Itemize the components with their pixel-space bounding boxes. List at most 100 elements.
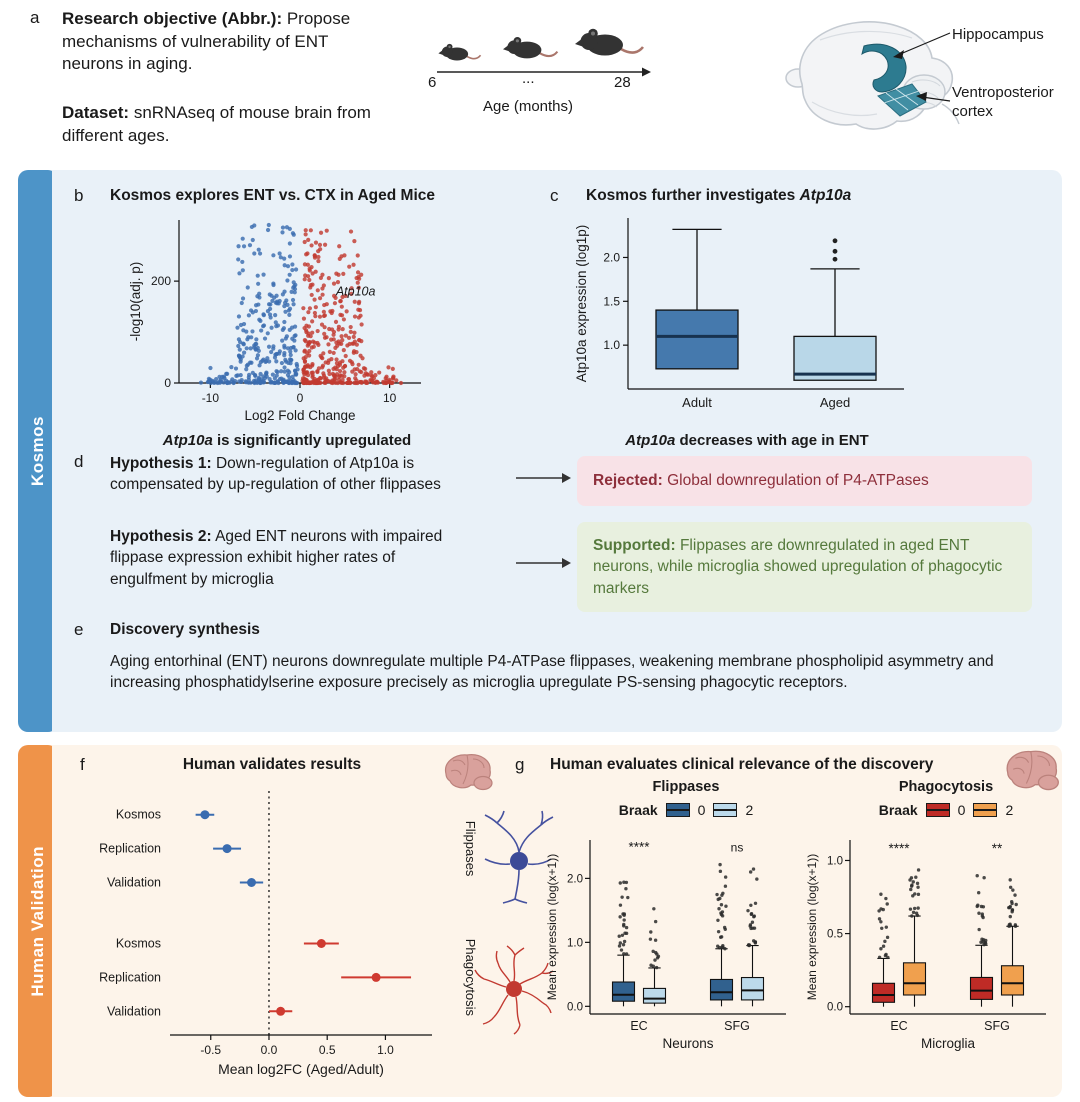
svg-text:Atp10a expression (log1p): Atp10a expression (log1p) (574, 225, 589, 383)
panel-b-caption-gene: Atp10a (162, 432, 213, 449)
svg-text:200: 200 (151, 274, 171, 288)
svg-text:Aged: Aged (820, 395, 850, 410)
svg-text:Neurons: Neurons (662, 1036, 713, 1051)
kosmos-section: Kosmos b Kosmos explores ENT vs. CTX in … (18, 170, 1062, 732)
svg-text:SFG: SFG (724, 1019, 750, 1033)
human-validation-sidebar-label: Human Validation (28, 845, 47, 997)
discovery-synthesis-text: Aging entorhinal (ENT) neurons downregul… (110, 653, 994, 692)
svg-text:Microglia: Microglia (921, 1036, 976, 1051)
svg-text:1.5: 1.5 (603, 294, 620, 308)
svg-text:-10: -10 (202, 391, 220, 405)
panel-f-letter: f (80, 755, 85, 774)
ventroposterior-region (877, 83, 927, 117)
kosmos-sidebar-label: Kosmos (28, 415, 47, 487)
svg-text:Mean log2FC (Aged/Adult): Mean log2FC (Aged/Adult) (218, 1061, 384, 1077)
kosmos-sidebar: Kosmos (18, 170, 58, 732)
panel-c-letter: c (550, 186, 559, 205)
panel-b-letter: b (74, 186, 84, 205)
svg-text:Mean expression (log(x+1)): Mean expression (log(x+1)) (545, 854, 559, 1000)
svg-text:Log2 Fold Change: Log2 Fold Change (244, 408, 355, 423)
rejected-result-box: Rejected: Global downregulation of P4-AT… (577, 456, 1032, 506)
hypothesis-1-text: Hypothesis 1: Down-regulation of Atp10a … (110, 455, 441, 494)
supported-result-box: Supported: Flippases are downregulated i… (577, 522, 1032, 613)
brain-icon (444, 754, 493, 791)
svg-text:1.0: 1.0 (567, 937, 583, 949)
mice-aging-illustration-icon (437, 28, 651, 77)
svg-text:Replication: Replication (99, 842, 161, 856)
microglia-icon (474, 945, 554, 1035)
svg-text:2.0: 2.0 (603, 250, 620, 264)
age-axis-label: Age (months) (482, 98, 574, 115)
arrow-right-icon (516, 558, 571, 568)
svg-text:Atp10a: Atp10a (335, 284, 376, 298)
svg-text:0.0: 0.0 (567, 1001, 583, 1013)
kosmos-panel: b Kosmos explores ENT vs. CTX in Aged Mi… (52, 170, 1062, 732)
panel-g-title: Human evaluates clinical relevance of th… (550, 756, 934, 773)
panel-c-title: Kosmos further investigates Atp10a (586, 187, 852, 204)
svg-text:SFG: SFG (984, 1019, 1010, 1033)
braak-2-swatch (713, 803, 738, 817)
panel-e-title: Discovery synthesis (110, 621, 260, 638)
svg-text:0: 0 (297, 391, 304, 405)
mouse-brain-illustration-icon (785, 21, 960, 130)
panel-f-title: Human validates results (182, 756, 362, 773)
atp10a-boxplot: 1.0 1.5 2.0 Atp10a expression (log1p) Adult A… (574, 218, 904, 410)
human-validation-section: Human Validation f Human validates resul… (18, 745, 1062, 1097)
panel-c-caption: Atp10a decreases with age in ENT (625, 432, 869, 449)
svg-text:Kosmos: Kosmos (116, 808, 161, 822)
forest-plot: KosmosReplicationValidationKosmosReplica… (99, 791, 478, 1077)
svg-text:0.0: 0.0 (827, 1002, 843, 1014)
svg-text:-log10(adj. p): -log10(adj. p) (128, 262, 143, 342)
age-start-label: 6 (428, 74, 437, 91)
svg-text:EC: EC (890, 1019, 907, 1033)
braak-2-swatch (973, 803, 998, 817)
svg-text:10: 10 (383, 391, 397, 405)
svg-text:1.0: 1.0 (827, 855, 843, 867)
svg-text:Kosmos: Kosmos (116, 937, 161, 951)
arrow-right-icon (516, 473, 571, 483)
svg-text:****: **** (888, 841, 910, 856)
svg-text:Adult: Adult (682, 395, 712, 410)
svg-text:Mean expression (log(x+1)): Mean expression (log(x+1)) (805, 854, 819, 1000)
human-validation-sidebar: Human Validation (18, 745, 58, 1097)
panel-a-letter: a (30, 8, 40, 27)
svg-text:0.0: 0.0 (261, 1043, 278, 1057)
braak-0-swatch (665, 803, 690, 817)
svg-text:0.5: 0.5 (319, 1043, 336, 1057)
neuron-icon (484, 810, 554, 904)
phagocytosis-braak-legend: Braak 0 2 (878, 802, 1014, 818)
svg-text:Flippases: Flippases (463, 821, 478, 877)
panel-c-title-gene: Atp10a (799, 187, 852, 204)
panel-c-caption-gene: Atp10a (625, 432, 676, 449)
dataset-body: snRNAseq of mouse brain from different a… (62, 103, 371, 145)
svg-text:Phagocytosis: Phagocytosis (463, 939, 478, 1017)
panel-d-letter: d (74, 452, 84, 471)
research-objective-heading: Research objective (Abbr.): (62, 9, 283, 28)
panel-e-letter: e (74, 620, 84, 639)
panel-g-letter: g (515, 755, 525, 774)
svg-text:**: ** (992, 841, 1003, 856)
brain-icon (1006, 750, 1059, 791)
svg-text:2.0: 2.0 (567, 873, 583, 885)
dataset-text: Dataset: snRNAseq of mouse brain from di… (62, 102, 382, 147)
research-objective-text: Research objective (Abbr.): Propose mech… (62, 8, 382, 76)
svg-text:1.0: 1.0 (603, 338, 620, 352)
age-dots-label: ... (522, 70, 535, 87)
flippases-subplot-title: Flippases (652, 779, 720, 795)
svg-text:Validation: Validation (107, 876, 161, 890)
research-objective-body: Propose mechanisms of vulnerability of E… (62, 9, 351, 74)
svg-text:-0.5: -0.5 (200, 1043, 221, 1057)
ventroposterior-label: Ventroposterior cortex (952, 84, 1054, 120)
panel-b-caption: Atp10a is significantly upregulated (162, 432, 412, 449)
svg-text:1.0: 1.0 (377, 1043, 394, 1057)
dataset-heading: Dataset: (62, 103, 130, 122)
hypothesis-2-text: Hypothesis 2: Aged ENT neurons with impa… (110, 528, 443, 588)
age-end-label: 28 (614, 74, 631, 91)
svg-text:ns: ns (731, 841, 744, 855)
svg-text:****: **** (628, 840, 650, 855)
